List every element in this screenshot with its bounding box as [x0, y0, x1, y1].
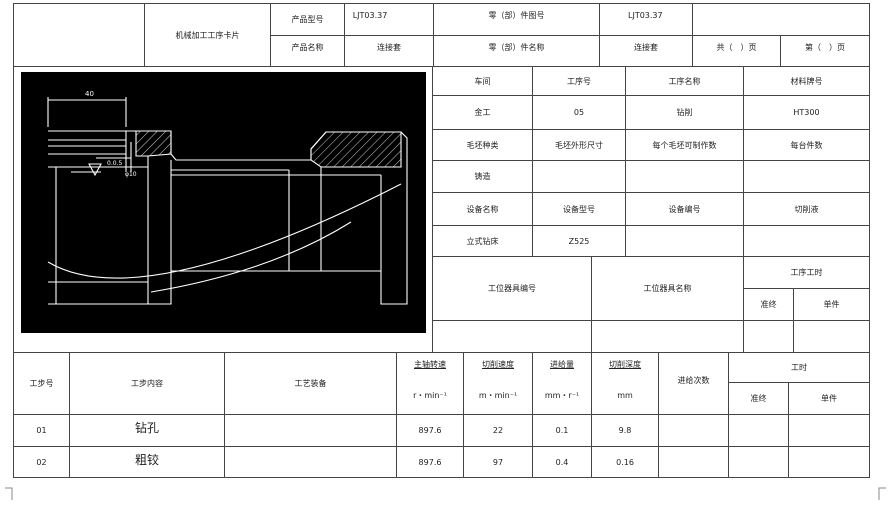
- part-name: 连接套: [634, 42, 658, 52]
- page-no: 第（ ）页: [805, 42, 845, 52]
- table-row-2-depth: 0.16: [616, 457, 634, 467]
- part-name-label: 零（部）件名称: [488, 42, 545, 52]
- process-time-unit-label: 单件: [823, 300, 840, 309]
- material-label: 材料牌号: [790, 76, 823, 86]
- col-passes: 进给次数: [677, 375, 710, 385]
- product-name-label: 产品名称: [291, 42, 324, 52]
- fixture-no-label: 工位器具编号: [488, 284, 536, 293]
- col-step-no: 工步号: [29, 379, 54, 388]
- part-drawing: 40 0.0.5 φ10: [21, 72, 426, 333]
- col-content: 工步内容: [131, 379, 163, 388]
- col-feed-unit: mm・r⁻¹: [544, 390, 580, 400]
- part-drawing-label: 零（部）件图号: [488, 10, 545, 20]
- fixture-name-label: 工位器具名称: [643, 284, 692, 293]
- col-depth-unit: mm: [617, 390, 633, 400]
- workshop-label: 车间: [474, 76, 491, 86]
- process-name-label: 工序名称: [668, 76, 701, 86]
- parts-per-blank-label: 每个毛坯可制作数: [652, 140, 717, 150]
- process-time-prep-label: 准终: [760, 300, 777, 309]
- col-depth: 切削深度: [609, 359, 641, 369]
- process-no: 05: [573, 108, 585, 117]
- table-row-1-spindle: 897.6: [418, 426, 442, 435]
- col-time-prep: 准终: [750, 394, 767, 403]
- coolant-label: 切削液: [794, 204, 819, 214]
- table-row-2-spindle: 897.6: [418, 457, 442, 467]
- product-model-label: 产品型号: [291, 15, 324, 24]
- table-row-1-speed: 22: [492, 426, 504, 435]
- col-equipment: 工艺装备: [294, 379, 327, 388]
- equip-model: Z525: [568, 236, 590, 246]
- table-row-2-feed: 0.4: [555, 457, 569, 467]
- blank-size-label: 毛坯外形尺寸: [555, 140, 603, 150]
- workshop: 金工: [474, 108, 491, 117]
- process-time-label: 工序工时: [790, 268, 823, 277]
- col-time-unit: 单件: [821, 394, 837, 403]
- equip-no-label: 设备编号: [668, 204, 701, 214]
- total-pages: 共（ ）页: [716, 42, 757, 52]
- part-drawing-no: LJT03.37: [628, 10, 663, 20]
- table-row-1-depth: 9.8: [618, 426, 632, 435]
- dim-length: 40: [85, 90, 94, 98]
- table-row-1-no: 01: [36, 426, 47, 435]
- equip-name: 立式钻床: [466, 236, 499, 246]
- product-name: 连接套: [377, 42, 401, 52]
- col-speed: 切削速度: [482, 359, 514, 369]
- table-row-2-content: 粗铰: [134, 452, 159, 467]
- col-spindle: 主轴转速: [414, 359, 446, 369]
- blank-type-label: 毛坯种类: [466, 140, 499, 150]
- col-time: 工时: [791, 363, 807, 372]
- parts-per-unit-label: 每台件数: [790, 140, 823, 150]
- blank-type: 铸造: [474, 172, 491, 181]
- process-no-label: 工序号: [567, 76, 591, 86]
- col-speed-unit: m・min⁻¹: [478, 390, 518, 400]
- equip-model-label: 设备型号: [563, 204, 595, 214]
- dim-diameter: φ10: [125, 171, 137, 178]
- table-row-2-no: 02: [36, 457, 47, 467]
- table-row-1-feed: 0.1: [555, 426, 569, 435]
- equip-name-label: 设备名称: [466, 204, 499, 214]
- col-feed: 进给量: [550, 359, 574, 369]
- dim-tolerance: 0.0.5: [107, 160, 122, 167]
- table-row-2-speed: 97: [492, 457, 504, 467]
- process-name: 钻削: [676, 108, 693, 117]
- card-title: 机械加工工序卡片: [175, 30, 240, 40]
- material: HT300: [793, 108, 820, 117]
- table-row-1-content: 钻孔: [134, 421, 159, 435]
- product-model: LJT03.37: [352, 10, 388, 20]
- col-spindle-unit: r・min⁻¹: [413, 390, 447, 400]
